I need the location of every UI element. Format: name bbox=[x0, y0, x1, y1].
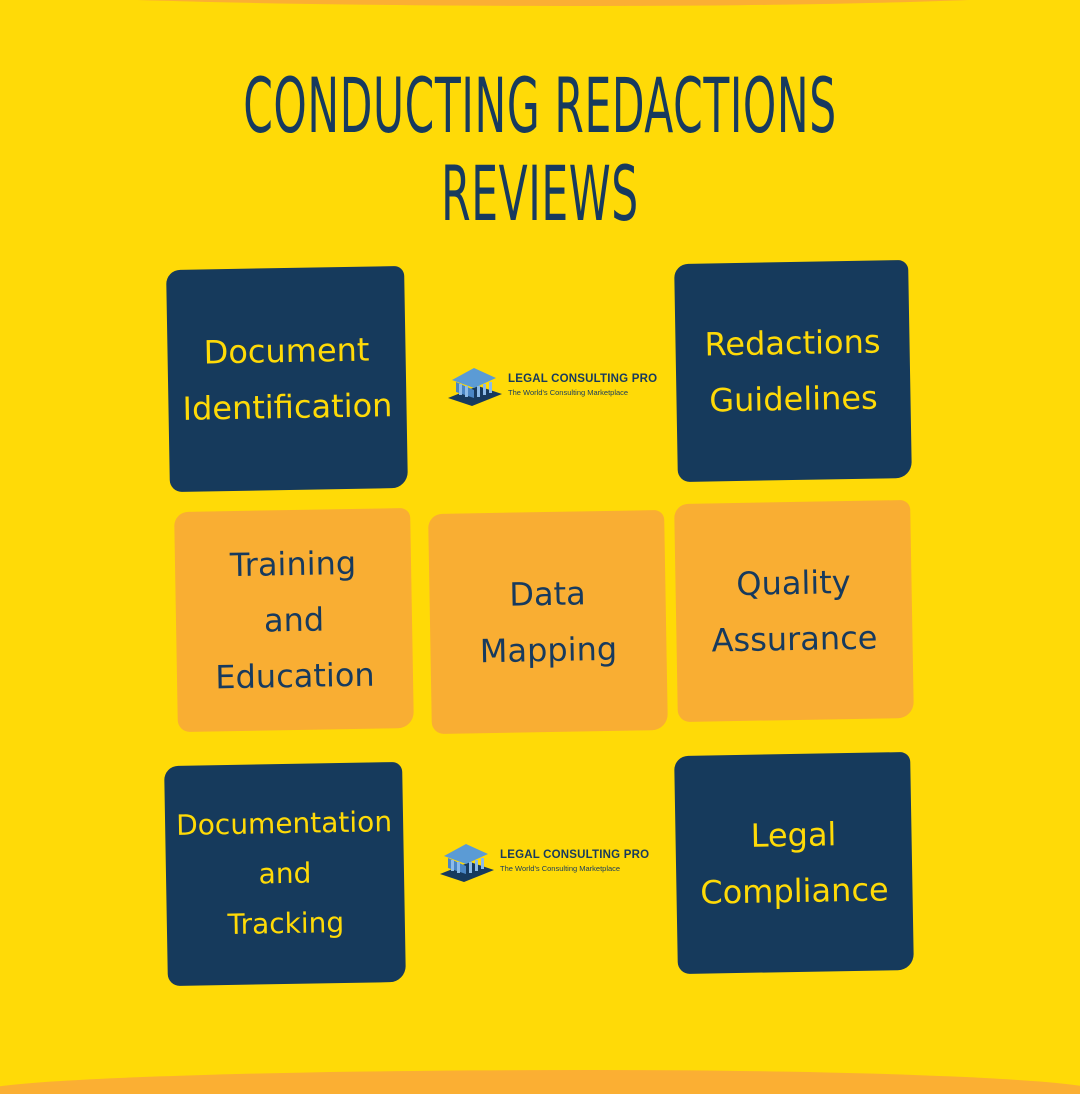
bank-building-icon bbox=[448, 368, 502, 406]
title-line-2: REVIEWS bbox=[441, 149, 639, 238]
card-line: Mapping bbox=[479, 629, 618, 671]
logo-tagline: The World's Consulting Marketplace bbox=[500, 864, 621, 873]
card-line: Guidelines bbox=[708, 378, 878, 420]
card-line: Documentation bbox=[175, 805, 393, 842]
card-line: Redactions bbox=[704, 322, 881, 364]
card-line: and bbox=[258, 856, 312, 891]
card-document-identification: Document Identification bbox=[166, 265, 408, 493]
card-line: Document bbox=[203, 330, 370, 372]
bank-building-icon bbox=[440, 844, 494, 882]
card-quality-assurance: Quality Assurance bbox=[674, 499, 914, 723]
card-legal-compliance: Legal Compliance bbox=[674, 751, 914, 975]
card-redactions-guidelines: Redactions Guidelines bbox=[674, 259, 912, 483]
brand-logo-bottom: LEGAL CONSULTING PRO The World's Consult… bbox=[438, 840, 649, 882]
card-line: Compliance bbox=[699, 870, 889, 912]
card-line: and bbox=[263, 600, 325, 640]
brand-logo: LEGAL CONSULTING PRO The World's Consult… bbox=[446, 364, 657, 406]
title-line-1: CONDUCTING REDACTIONS bbox=[243, 61, 837, 150]
card-line: Training bbox=[229, 543, 357, 585]
logo-tagline: The World's Consulting Marketplace bbox=[508, 388, 629, 397]
card-data-mapping: Data Mapping bbox=[428, 509, 668, 735]
card-line: Education bbox=[215, 655, 375, 697]
card-line: Tracking bbox=[227, 905, 345, 942]
card-line: Quality bbox=[736, 563, 852, 603]
card-training-and-education: Training and Education bbox=[174, 507, 414, 733]
logo-name: LEGAL CONSULTING PRO bbox=[500, 849, 650, 861]
page-title: CONDUCTING REDACTIONS REVIEWS bbox=[205, 62, 875, 238]
top-decorative-band bbox=[0, 0, 1080, 6]
card-line: Legal bbox=[750, 815, 837, 855]
card-line: Identification bbox=[182, 386, 393, 428]
card-line: Data bbox=[508, 574, 587, 614]
bottom-decorative-band bbox=[0, 1070, 1080, 1094]
card-documentation-and-tracking: Documentation and Tracking bbox=[164, 761, 406, 987]
card-line: Assurance bbox=[711, 618, 878, 660]
logo-name: LEGAL CONSULTING PRO bbox=[508, 373, 658, 385]
